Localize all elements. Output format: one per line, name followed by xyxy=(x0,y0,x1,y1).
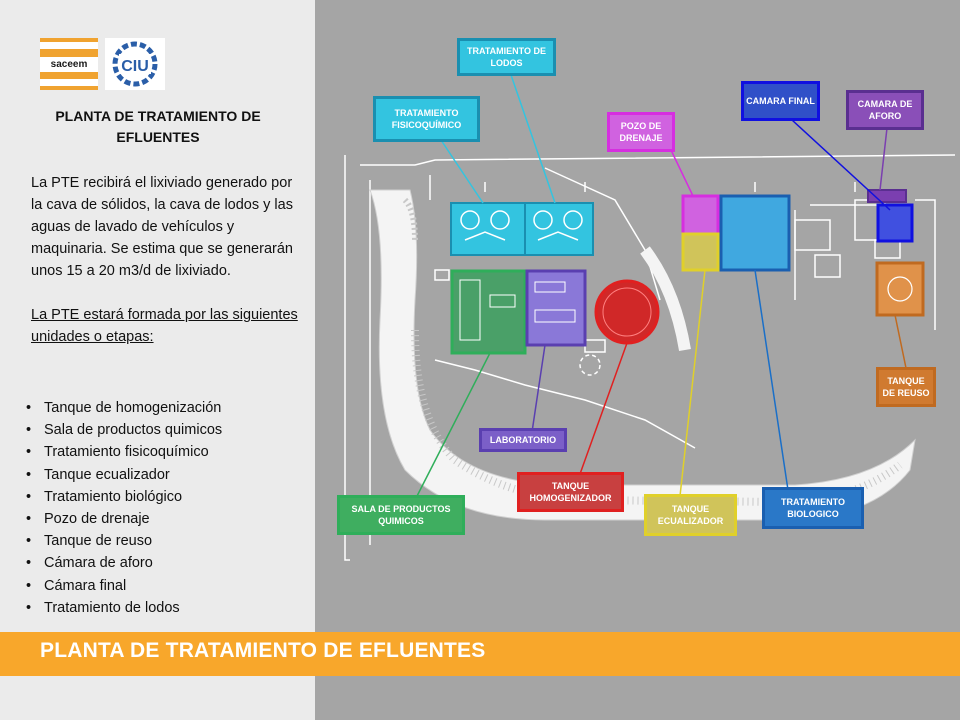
list-item: •Tanque de reuso xyxy=(26,533,153,550)
fisicoquimico-tank-1 xyxy=(450,202,526,256)
list-item: •Sala de productos quimicos xyxy=(26,422,223,439)
camara-final-block xyxy=(876,203,914,243)
list-item: •Tanque ecualizador xyxy=(26,466,170,483)
reuso-block xyxy=(875,261,925,317)
laboratorio-block xyxy=(525,269,587,347)
list-item: •Tratamiento de lodos xyxy=(26,599,180,616)
pozo-block xyxy=(681,194,720,236)
fisicoquimico-tank-2 xyxy=(524,202,594,256)
saceem-logo: saceem xyxy=(40,38,98,90)
label-tanque-reuso: TANQUE DE REUSO xyxy=(876,367,936,407)
list-item: •Tratamiento biológico xyxy=(26,488,183,505)
label-sala-productos-quimicos: SALA DE PRODUCTOS QUIMICOS xyxy=(337,495,465,535)
units-list: •Tanque de homogenización •Sala de produ… xyxy=(22,397,302,619)
bottom-strip-left xyxy=(0,676,315,720)
bottom-strip-right xyxy=(315,676,960,720)
label-pozo-drenaje: POZO DE DRENAJE xyxy=(607,112,675,152)
label-tratamiento-lodos: TRATAMIENTO DE LODOS xyxy=(457,38,556,76)
label-tratamiento-biologico: TRATAMIENTO BIOLOGICO xyxy=(762,487,864,529)
section-title: PLANTA DE TRATAMIENTO DE EFLUENTES xyxy=(55,108,261,145)
list-item: •Cámara final xyxy=(26,577,127,594)
ecualizador-block xyxy=(681,232,720,272)
description: La PTE recibirá el lixiviado generado po… xyxy=(31,172,299,348)
list-item: •Tratamiento fisicoquímico xyxy=(26,444,209,461)
title-banner xyxy=(0,632,960,676)
left-panel xyxy=(0,0,315,720)
description-paragraph: La PTE recibirá el lixiviado generado po… xyxy=(31,175,293,279)
list-item: •Pozo de drenaje xyxy=(26,511,150,528)
saceem-logo-text: saceem xyxy=(40,57,98,72)
list-item: •Tanque de homogenización xyxy=(26,400,222,416)
label-laboratorio: LABORATORIO xyxy=(479,428,567,452)
label-camara-aforo: CAMARA DE AFORO xyxy=(846,90,924,130)
homogenizador-tank xyxy=(594,279,660,345)
sala-productos-block xyxy=(450,269,527,355)
ciu-logo-text: CIU xyxy=(121,58,149,75)
banner-title: PLANTA DE TRATAMIENTO DE EFLUENTES xyxy=(40,639,486,662)
label-tanque-ecualizador: TANQUE ECUALIZADOR xyxy=(644,494,737,536)
label-tratamiento-fisicoquimico: TRATAMIENTO FISICOQUÍMICO xyxy=(373,96,480,142)
ciu-logo: CIU xyxy=(105,38,165,90)
units-intro: La PTE estará formada por las siguientes… xyxy=(31,307,298,345)
list-item: •Cámara de aforo xyxy=(26,555,153,572)
label-tanque-homogenizador: TANQUE HOMOGENIZADOR xyxy=(517,472,624,512)
label-camara-final: CAMARA FINAL xyxy=(741,81,820,121)
biologico-block xyxy=(719,194,791,272)
